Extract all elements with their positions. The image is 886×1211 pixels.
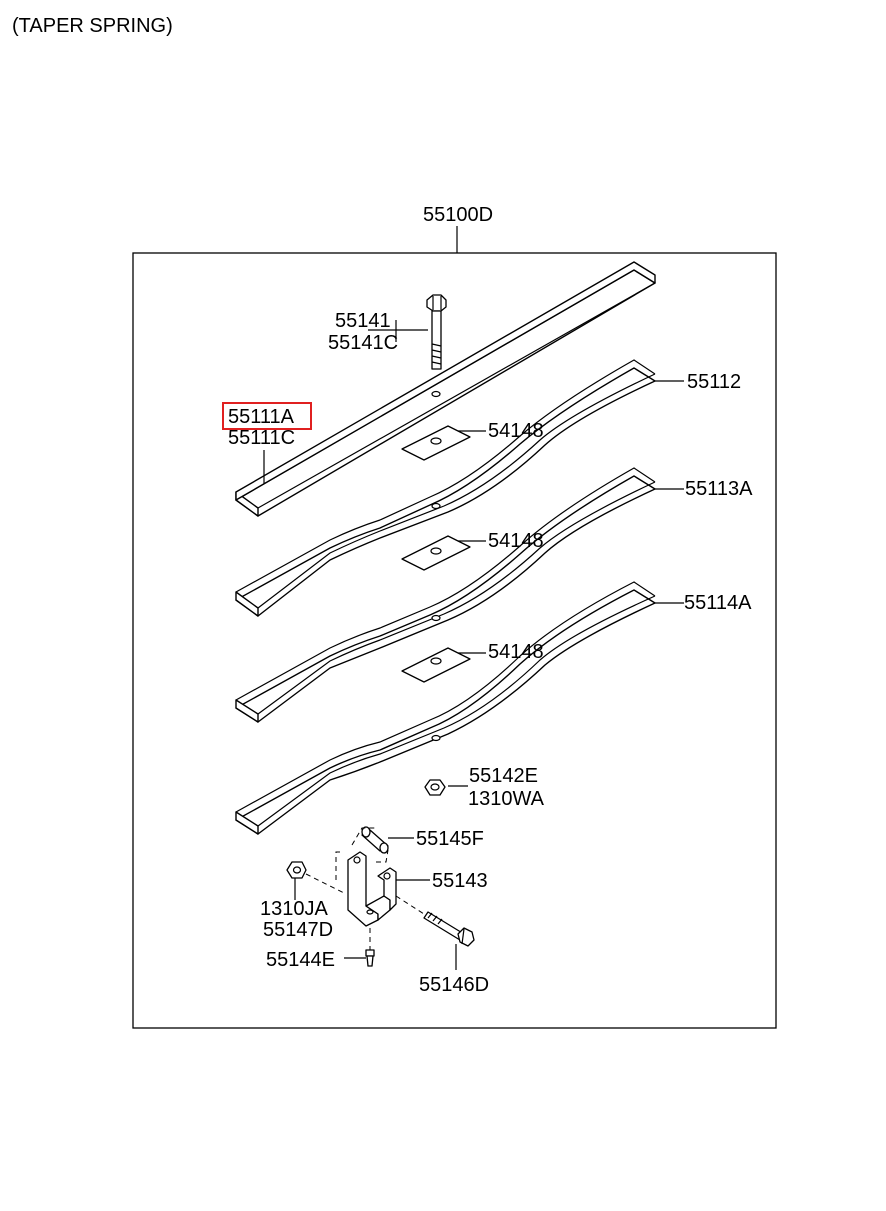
shackle-bolt[interactable] <box>423 911 475 947</box>
pad-1[interactable] <box>401 425 471 461</box>
assembly-label: 55100D <box>423 204 493 226</box>
pad-label-1: 54148 <box>488 420 544 442</box>
pad-2[interactable] <box>401 535 471 571</box>
shackle-nut-label-2: 55147D <box>263 919 333 941</box>
assembly-frame <box>132 252 777 1029</box>
nut-label-1: 55142E <box>469 765 538 787</box>
shackle-label: 55143 <box>432 870 488 892</box>
page-header: (TAPER SPRING) <box>12 15 173 37</box>
shackle[interactable] <box>347 851 397 927</box>
highlight-box <box>222 402 312 430</box>
leaf-1-label-1[interactable]: 55111A <box>228 406 295 428</box>
leaf-1-label-2: 55111C <box>228 427 295 449</box>
shackle-bolt-label: 55146D <box>419 974 489 996</box>
nut-label-2: 1310WA <box>468 788 545 810</box>
leaf-spring-2[interactable] <box>235 359 656 617</box>
shackle-bushing[interactable] <box>361 826 389 854</box>
pad-3[interactable] <box>401 647 471 683</box>
leaf-3-label: 55113A <box>685 478 753 500</box>
center-bolt[interactable] <box>426 294 447 370</box>
bolt-label-1: 55141 <box>335 310 391 332</box>
leaf-4-label: 55114A <box>684 592 752 614</box>
bushing-label: 55145F <box>416 828 484 850</box>
grease-nipple-label: 55144E <box>266 949 335 971</box>
shackle-nut-label-1: 1310JA <box>260 898 328 920</box>
grease-nipple[interactable] <box>365 949 375 967</box>
leaf-2-label: 55112 <box>687 371 741 393</box>
pad-label-2: 54148 <box>488 530 544 552</box>
pad-label-3: 54148 <box>488 641 544 663</box>
bolt-label-2: 55141C <box>328 332 398 354</box>
center-nut[interactable] <box>424 779 446 796</box>
shackle-nut[interactable] <box>286 861 307 879</box>
leaf-spring-1[interactable] <box>235 261 656 517</box>
